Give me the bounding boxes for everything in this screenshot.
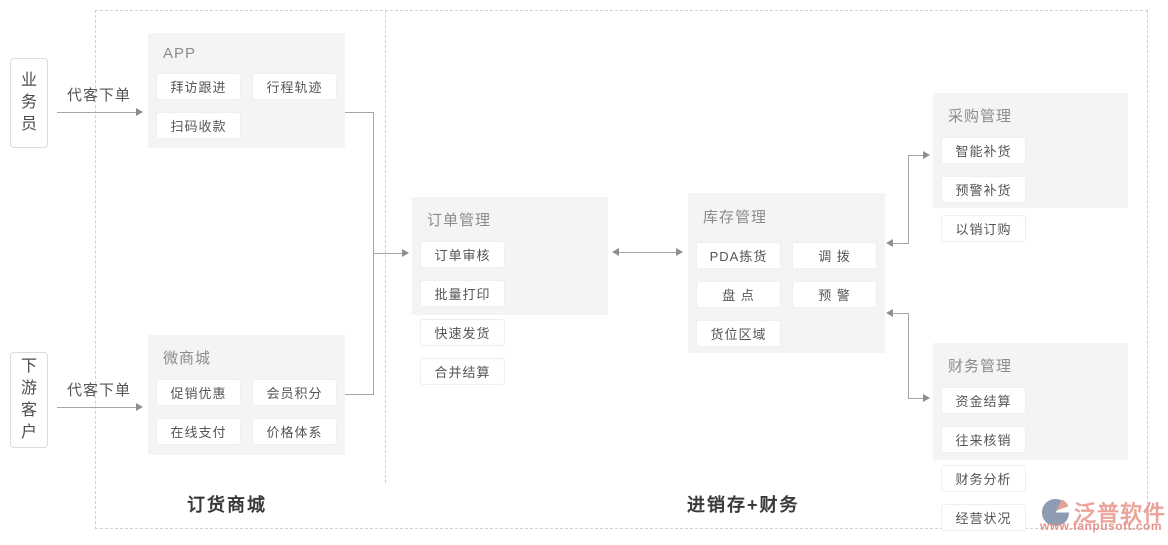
actor-salesperson-label: 业务员 bbox=[20, 72, 37, 133]
connector-inventory-finance-stub bbox=[892, 313, 908, 314]
arrowhead-left-icon bbox=[612, 248, 619, 256]
panel-purchase: 采购管理 智能补货 预警补货 以销订购 bbox=[933, 93, 1128, 242]
feature-chip-trip-track: 行程轨迹 bbox=[252, 73, 337, 100]
feature-chip-merge-settle: 合并结算 bbox=[420, 358, 505, 385]
arrowhead-right-icon bbox=[136, 108, 143, 116]
feature-chip-stocktake: 盘 点 bbox=[696, 281, 781, 308]
feature-chip-online-pay: 在线支付 bbox=[156, 418, 241, 445]
region-label-ordering-mall: 订货商城 bbox=[187, 495, 267, 515]
connector-inventory-finance-vertical bbox=[908, 313, 909, 399]
feature-chip-pda-pick: PDA拣货 bbox=[696, 242, 781, 269]
actor-customer: 下游客户 bbox=[10, 352, 48, 448]
feature-chip-business-status: 经营状况 bbox=[941, 504, 1026, 531]
arrowhead-right-icon bbox=[136, 403, 143, 411]
connector-to-order bbox=[373, 253, 403, 254]
feature-chip-batch-print: 批量打印 bbox=[420, 280, 505, 307]
actor-customer-label: 下游客户 bbox=[20, 358, 37, 441]
connector-inventory-finance-bottom bbox=[908, 398, 924, 399]
panel-order: 订单管理 订单审核 批量打印 快速发货 合并结算 bbox=[412, 197, 608, 385]
panel-mall-title: 微商城 bbox=[163, 350, 212, 367]
feature-chip-order-by-sales: 以销订购 bbox=[941, 215, 1026, 242]
feature-chip-finance-analysis: 财务分析 bbox=[941, 465, 1026, 492]
arrowhead-left-icon bbox=[886, 239, 893, 247]
panel-order-title: 订单管理 bbox=[427, 212, 492, 229]
panel-finance-buttons: 资金结算 往来核销 财务分析 经营状况 bbox=[941, 387, 1120, 531]
panel-purchase-title: 采购管理 bbox=[948, 108, 1013, 125]
feature-chip-smart-restock: 智能补货 bbox=[941, 137, 1026, 164]
panel-app-buttons: 拜访跟进 行程轨迹 扫码收款 bbox=[156, 73, 337, 139]
feature-chip-member-points: 会员积分 bbox=[252, 379, 337, 406]
panel-finance-title: 财务管理 bbox=[948, 358, 1013, 375]
connector-app-stub bbox=[345, 112, 373, 113]
feature-chip-alert: 预 警 bbox=[792, 281, 877, 308]
panel-app: APP 拜访跟进 行程轨迹 扫码收款 bbox=[148, 33, 345, 148]
region-label-erp-finance: 进销存+财务 bbox=[687, 495, 800, 515]
panel-finance: 财务管理 资金结算 往来核销 财务分析 经营状况 bbox=[933, 343, 1128, 531]
connector-mall-stub bbox=[345, 394, 373, 395]
panel-order-buttons: 订单审核 批量打印 快速发货 合并结算 bbox=[420, 241, 600, 385]
dashed-divider bbox=[385, 10, 386, 483]
feature-chip-transfer: 调 拨 bbox=[792, 242, 877, 269]
arrow-customer-to-mall bbox=[57, 407, 137, 408]
brand-logo-url: www.fanpusoft.com bbox=[1040, 519, 1163, 533]
feature-chip-order-review: 订单审核 bbox=[420, 241, 505, 268]
actor-salesperson: 业务员 bbox=[10, 58, 48, 148]
arrowhead-right-icon bbox=[402, 249, 409, 257]
arrowhead-right-icon bbox=[923, 394, 930, 402]
connector-inventory-purchase-vertical bbox=[908, 155, 909, 244]
brand-logo-text: 泛普软件 bbox=[1074, 501, 1167, 526]
feature-chip-scan-pay: 扫码收款 bbox=[156, 112, 241, 139]
flow-label-salesperson: 代客下单 bbox=[66, 87, 131, 104]
connector-inventory-purchase-top bbox=[908, 155, 924, 156]
feature-chip-alert-restock: 预警补货 bbox=[941, 176, 1026, 203]
feature-chip-location-zone: 货位区域 bbox=[696, 320, 781, 347]
feature-chip-price-system: 价格体系 bbox=[252, 418, 337, 445]
brand-logo-icon bbox=[1041, 498, 1071, 527]
panel-inventory: 库存管理 PDA拣货 调 拨 盘 点 预 警 货位区域 bbox=[688, 193, 885, 353]
flow-label-customer: 代客下单 bbox=[66, 382, 131, 399]
feature-chip-promo: 促销优惠 bbox=[156, 379, 241, 406]
feature-chip-fund-settle: 资金结算 bbox=[941, 387, 1026, 414]
connector-order-inventory bbox=[619, 252, 677, 253]
panel-inventory-buttons: PDA拣货 调 拨 盘 点 预 警 货位区域 bbox=[696, 242, 877, 347]
connector-inventory-purchase-stub bbox=[892, 243, 908, 244]
arrowhead-left-icon bbox=[886, 309, 893, 317]
feature-chip-visit-follow: 拜访跟进 bbox=[156, 73, 241, 100]
panel-inventory-title: 库存管理 bbox=[703, 209, 768, 226]
arrowhead-right-icon bbox=[923, 151, 930, 159]
arrow-salesperson-to-app bbox=[57, 112, 137, 113]
arrowhead-right-icon bbox=[676, 248, 683, 256]
panel-purchase-buttons: 智能补货 预警补货 以销订购 bbox=[941, 137, 1120, 242]
dashed-frame bbox=[95, 10, 1148, 529]
panel-app-title: APP bbox=[163, 45, 197, 62]
panel-mall-buttons: 促销优惠 会员积分 在线支付 价格体系 bbox=[156, 379, 337, 445]
panel-mall: 微商城 促销优惠 会员积分 在线支付 价格体系 bbox=[148, 335, 345, 455]
feature-chip-fast-ship: 快速发货 bbox=[420, 319, 505, 346]
feature-chip-reconcile: 往来核销 bbox=[941, 426, 1026, 453]
